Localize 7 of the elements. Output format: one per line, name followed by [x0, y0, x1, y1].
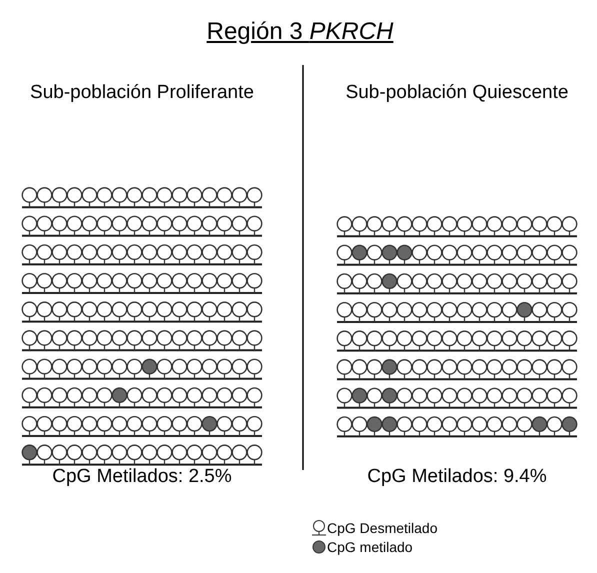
- legend-label: CpG Desmetilado: [327, 520, 438, 536]
- methylation-percentage: CpG Metilados: 9.4%: [366, 466, 548, 488]
- column-heading: Sub-población Proliferante: [29, 82, 255, 104]
- methylation-percentage: CpG Metilados: 2.5%: [51, 466, 233, 488]
- diagram-title: Región 3 PKRCH: [206, 18, 394, 46]
- column-heading: Sub-población Quiescente: [344, 82, 570, 104]
- legend-label: CpG metilado: [327, 539, 413, 555]
